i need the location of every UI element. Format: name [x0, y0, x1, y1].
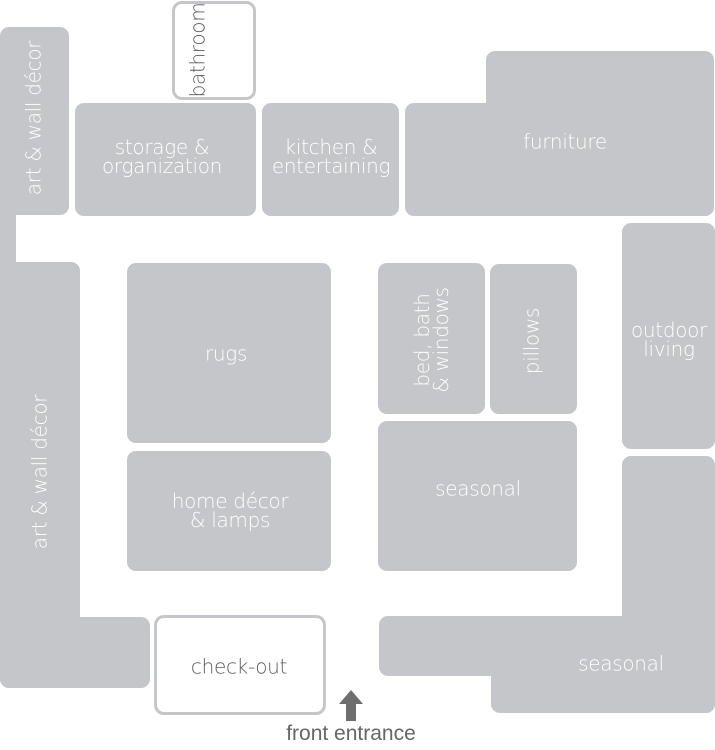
zone-bathroom[interactable]	[172, 1, 256, 100]
zone-pillows[interactable]	[490, 264, 577, 414]
zone-seasonal-center[interactable]	[378, 421, 577, 571]
zone-furniture-lower[interactable]	[405, 103, 714, 216]
label-seasonal-center: seasonal	[435, 476, 521, 501]
zone-storage-organization[interactable]	[75, 103, 256, 216]
label-pillows: pillows	[519, 307, 544, 375]
up-arrow-icon	[339, 690, 363, 721]
label-bathroom: bathroom	[185, 2, 210, 98]
front-entrance-label: front entrance	[286, 722, 416, 745]
label-art-wall-decor-left: art & wall décor	[27, 394, 52, 550]
zone-home-decor-lamps[interactable]	[127, 451, 331, 571]
zone-check-out[interactable]	[154, 615, 326, 715]
label-storage-organization: storage & organization	[101, 135, 223, 178]
zone-rugs[interactable]	[127, 263, 331, 443]
label-home-decor-lamps: home décor & lamps	[171, 489, 289, 532]
label-furniture: furniture	[523, 129, 607, 154]
zone-art-wall-decor-left-foot[interactable]	[0, 617, 150, 688]
label-bed-bath-windows: bed, bath & windows	[410, 287, 453, 393]
label-art-wall-decor-top: art & wall décor	[21, 40, 46, 196]
zone-bed-bath-windows[interactable]	[378, 263, 485, 414]
zone-outdoor-living[interactable]	[622, 223, 715, 449]
label-rugs: rugs	[204, 341, 248, 366]
label-kitchen-entertaining: kitchen & entertaining	[271, 135, 391, 178]
zone-art-wall-decor-top[interactable]	[0, 27, 69, 215]
zone-seasonal-bottom-foot[interactable]	[491, 640, 715, 713]
label-check-out: check-out	[190, 654, 288, 679]
label-seasonal-bottom: seasonal	[578, 651, 664, 676]
zone-kitchen-entertaining[interactable]	[262, 103, 399, 216]
label-outdoor-living: outdoor living	[630, 318, 708, 361]
